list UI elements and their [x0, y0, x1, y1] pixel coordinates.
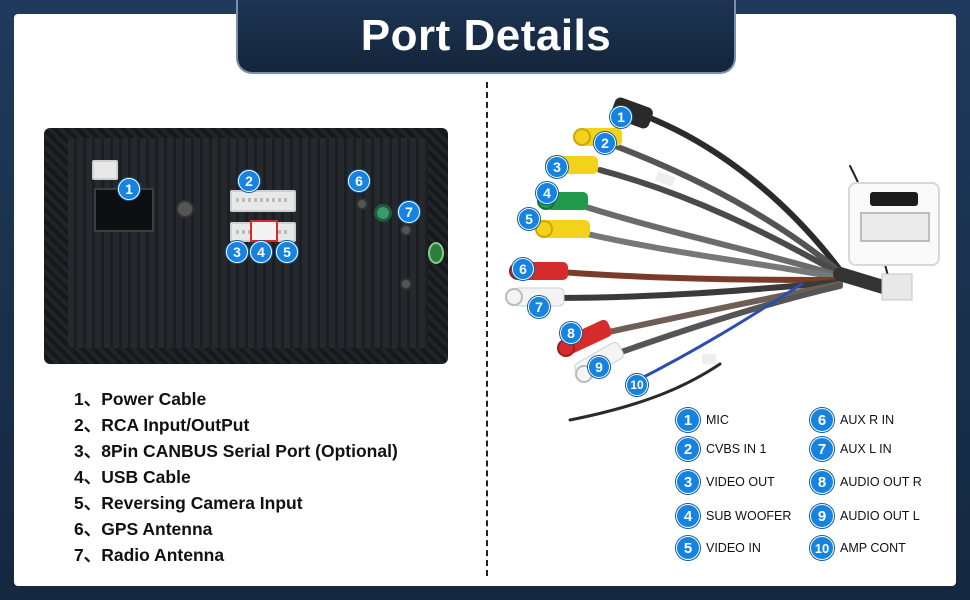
- unit-badge-2: 2: [238, 170, 260, 192]
- screw: [400, 224, 412, 236]
- legend-label: VIDEO OUT: [706, 475, 775, 489]
- harness-badge-9: 9: [588, 356, 610, 378]
- unit-badge-5: 5: [276, 241, 298, 263]
- legend-label: AUDIO OUT L: [840, 509, 920, 523]
- green-sticker: [428, 242, 444, 264]
- harness-badge-10: 10: [626, 374, 648, 396]
- page-title: Port Details: [236, 0, 736, 74]
- legend-badge: 7: [810, 437, 834, 461]
- canbus-port-highlight: [250, 220, 278, 242]
- legend-label: VIDEO IN: [706, 541, 761, 555]
- harness-badge-2: 2: [594, 132, 616, 154]
- legend-badge: 5: [676, 536, 700, 560]
- list-item: 5、Reversing Camera Input: [74, 493, 303, 513]
- harness-badge-1: 1: [610, 106, 632, 128]
- small-connector: [92, 160, 118, 180]
- harness-badge-7: 7: [528, 296, 550, 318]
- legend-item: 7 AUX L IN: [810, 437, 892, 461]
- list-item: 7、Radio Antenna: [74, 545, 225, 565]
- harness-badge-3: 3: [546, 156, 568, 178]
- legend-badge: 9: [810, 504, 834, 528]
- connector-inset: [848, 182, 940, 266]
- legend-item: 1 MIC: [676, 408, 729, 432]
- legend-label: SUB WOOFER: [706, 509, 792, 523]
- gps-port: [356, 198, 368, 210]
- legend-badge: 4: [676, 504, 700, 528]
- legend-item: 9 AUDIO OUT L: [810, 504, 920, 528]
- harness-badge-6: 6: [512, 258, 534, 280]
- unit-badge-3: 3: [226, 241, 248, 263]
- legend-label: AUX R IN: [840, 413, 895, 427]
- legend-badge: 10: [810, 536, 834, 560]
- list-item: 1、Power Cable: [74, 389, 207, 409]
- legend-item: 5 VIDEO IN: [676, 536, 761, 560]
- inset-cable: [870, 192, 918, 206]
- screw: [400, 278, 412, 290]
- unit-badge-4: 4: [250, 241, 272, 263]
- section-divider: [486, 82, 488, 576]
- radio-antenna-port: [374, 204, 392, 222]
- inset-connector: [860, 212, 930, 242]
- harness-badge-5: 5: [518, 208, 540, 230]
- port-list: 1、Power Cable 2、RCA Input/OutPut 3、8Pin …: [74, 386, 398, 568]
- legend-label: AUDIO OUT R: [840, 475, 922, 489]
- legend-item: 10 AMP CONT: [810, 536, 906, 560]
- unit-badge-6: 6: [348, 170, 370, 192]
- legend-item: 6 AUX R IN: [810, 408, 894, 432]
- legend-badge: 2: [676, 437, 700, 461]
- legend-badge: 3: [676, 470, 700, 494]
- unit-badge-7: 7: [398, 201, 420, 223]
- legend-badge: 8: [810, 470, 834, 494]
- list-item: 3、8Pin CANBUS Serial Port (Optional): [74, 441, 398, 461]
- list-item: 4、USB Cable: [74, 467, 191, 487]
- legend-item: 4 SUB WOOFER: [676, 504, 791, 528]
- unit-badge-1: 1: [118, 178, 140, 200]
- legend-label: AUX L IN: [840, 442, 892, 456]
- legend-badge: 1: [676, 408, 700, 432]
- screw: [176, 200, 194, 218]
- legend-item: 2 CVBS IN 1: [676, 437, 766, 461]
- legend-label: MIC: [706, 413, 729, 427]
- rca-connector: [230, 190, 296, 212]
- legend-badge: 6: [810, 408, 834, 432]
- harness-badge-4: 4: [536, 182, 558, 204]
- legend-label: CVBS IN 1: [706, 442, 767, 456]
- legend-item: 3 VIDEO OUT: [676, 470, 775, 494]
- harness-badge-8: 8: [560, 322, 582, 344]
- list-item: 6、GPS Antenna: [74, 519, 213, 539]
- legend-label: AMP CONT: [840, 541, 906, 555]
- legend-item: 8 AUDIO OUT R: [810, 470, 922, 494]
- list-item: 2、RCA Input/OutPut: [74, 415, 250, 435]
